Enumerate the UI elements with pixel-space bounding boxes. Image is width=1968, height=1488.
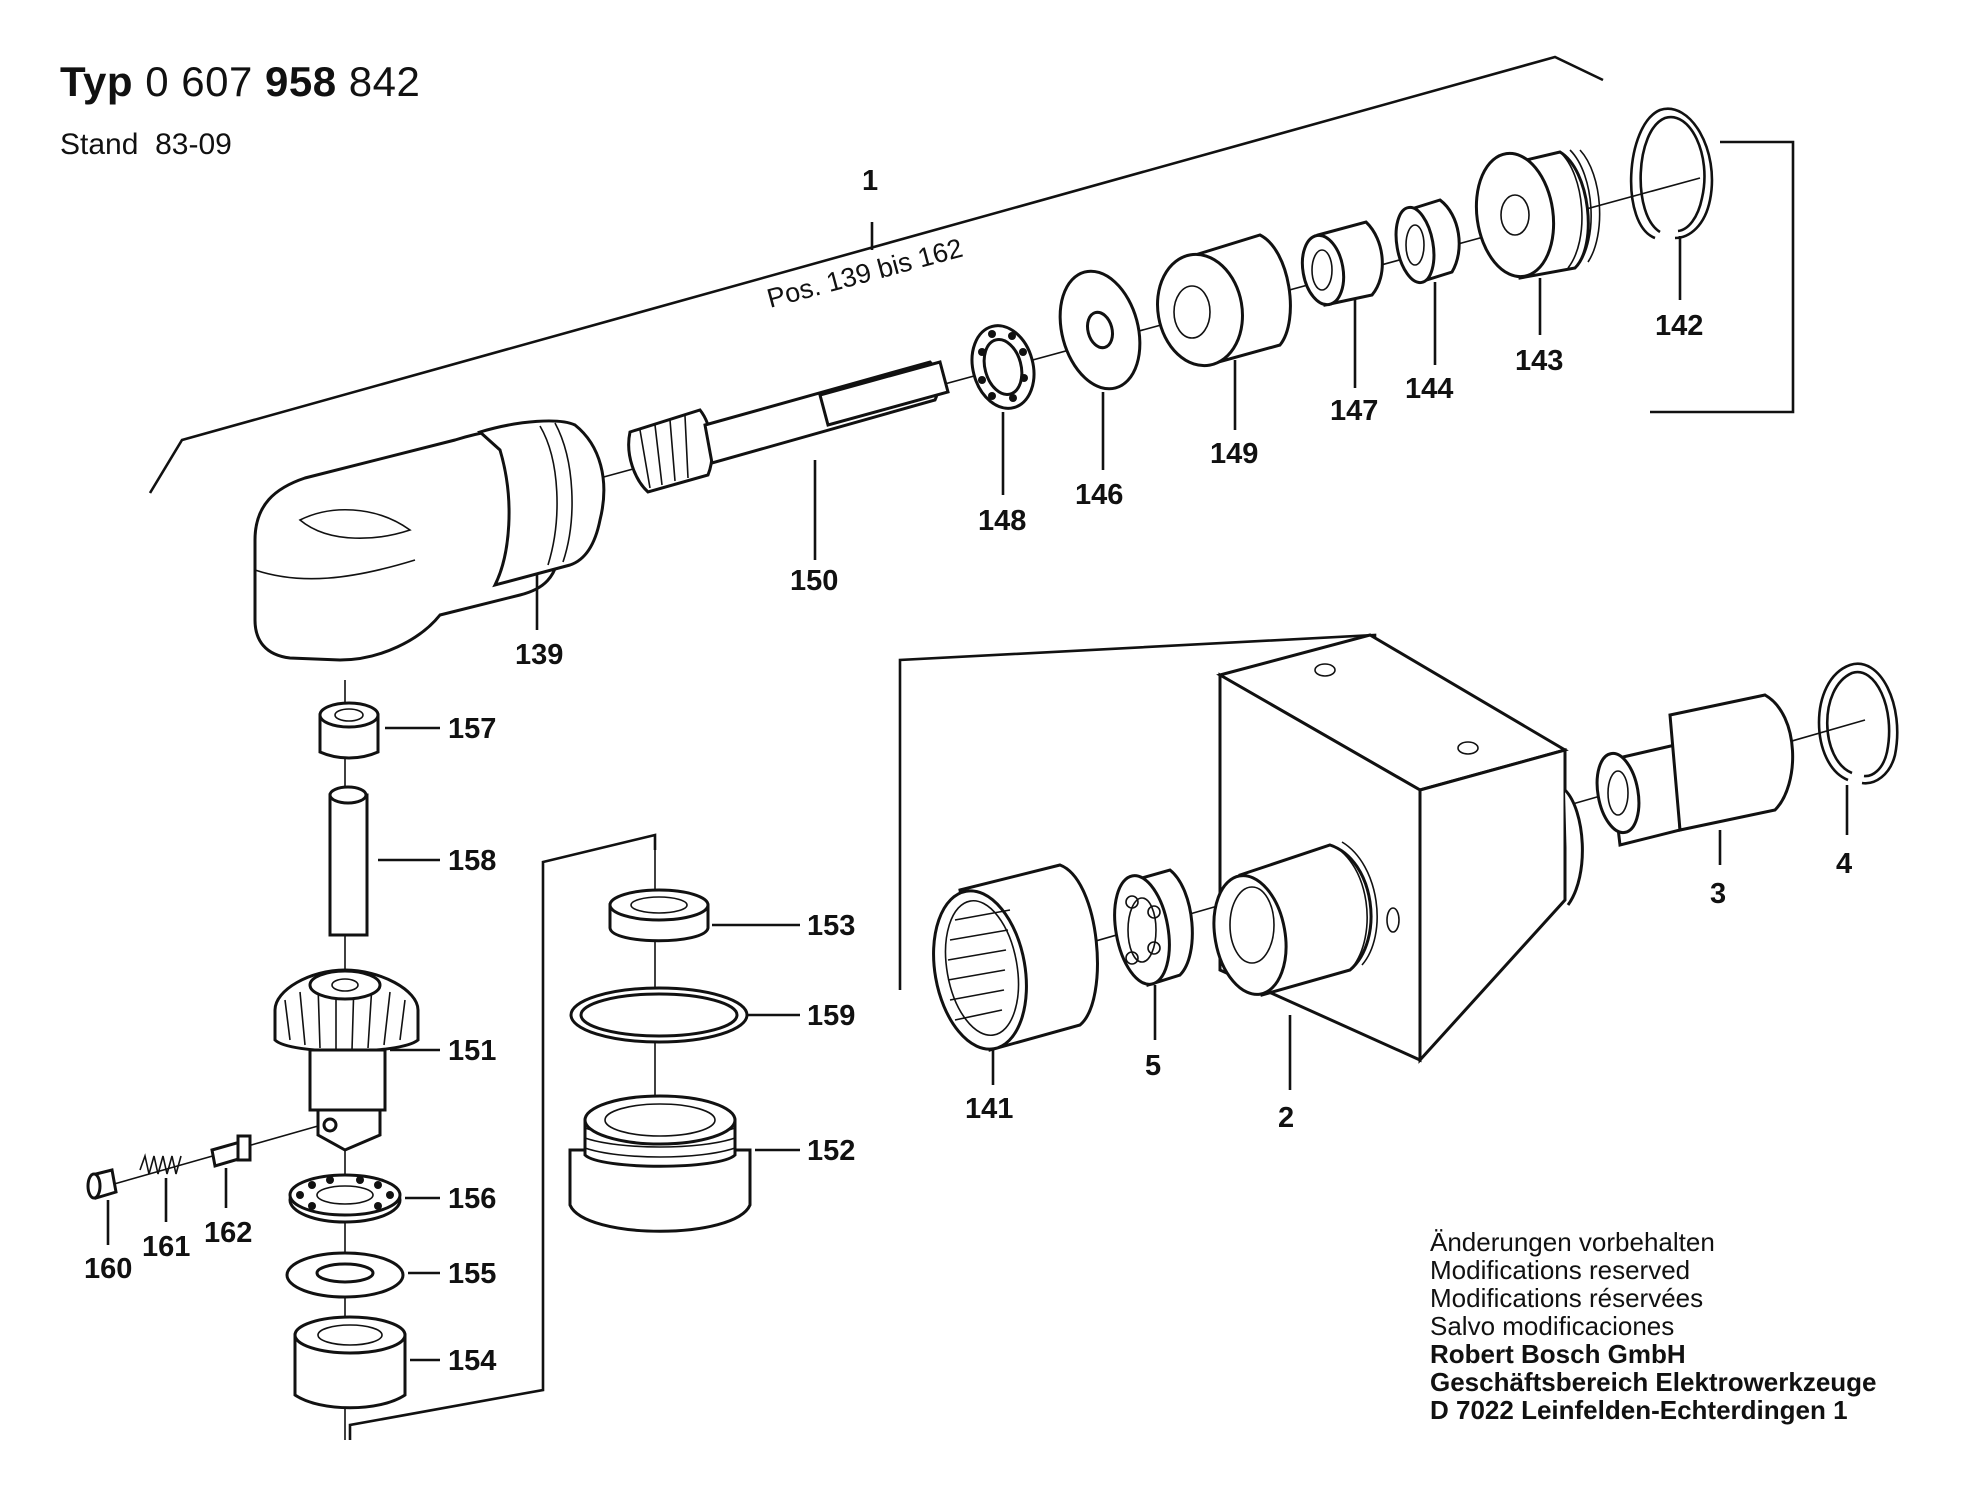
part-155-washer: 155 — [285, 1251, 496, 1299]
part-157-sleeve: 157 — [318, 701, 496, 760]
part-4-snap-ring: 4 — [1817, 662, 1899, 880]
part-144-bearing: 144 — [1394, 198, 1461, 405]
company-name: Robert Bosch GmbH — [1430, 1339, 1686, 1369]
label-143: 143 — [1515, 345, 1563, 377]
label-152: 152 — [807, 1135, 855, 1167]
part-159-o-ring: 159 — [569, 986, 855, 1044]
label-157: 157 — [448, 713, 496, 745]
label-149: 149 — [1210, 438, 1258, 470]
stand-label: Stand — [60, 128, 139, 161]
typ-part1: 0 607 — [145, 58, 253, 105]
part-2-motor-block: 2 — [1212, 633, 1584, 1134]
part-160-162-detent: 160 161 162 — [84, 1125, 319, 1285]
assembly-range-text: Pos. 139 bis 162 — [764, 233, 966, 314]
label-5: 5 — [1145, 1050, 1161, 1082]
label-159: 159 — [807, 1000, 855, 1032]
label-146: 146 — [1075, 479, 1123, 511]
note-fr: Modifications réservées — [1430, 1283, 1704, 1313]
label-141: 141 — [965, 1093, 1013, 1125]
part-139-angle-head: 139 — [253, 419, 606, 671]
label-1: 1 — [862, 165, 878, 197]
assembly-frame-upper: 1 Pos. 139 bis 162 — [148, 55, 1795, 494]
label-151: 151 — [448, 1035, 496, 1067]
part-146-washer: 146 — [1058, 269, 1142, 511]
part-156-thrust-bearing: 156 — [288, 1173, 496, 1224]
label-158: 158 — [448, 845, 496, 877]
part-154-needle-bushing: 154 — [293, 1315, 496, 1410]
company-address: D 7022 Leinfelden-Echterdingen 1 — [1430, 1395, 1848, 1425]
part-5-ball-bearing: 5 — [1113, 868, 1194, 1082]
part-142-snap-ring: 142 — [1629, 107, 1714, 342]
part-158-pin: 158 — [328, 785, 496, 937]
label-161: 161 — [142, 1231, 190, 1263]
label-156: 156 — [448, 1183, 496, 1215]
part-151-bevel-gear: 151 — [273, 968, 496, 1152]
typ-part2: 958 — [265, 58, 337, 105]
note-es: Salvo modificaciones — [1430, 1311, 1675, 1341]
label-155: 155 — [448, 1258, 496, 1290]
label-153: 153 — [807, 910, 855, 942]
part-150-pinion-shaft: 150 — [627, 360, 950, 597]
part-141-threaded-ring: 141 — [932, 863, 1099, 1125]
note-en: Modifications reserved — [1430, 1255, 1691, 1285]
part-153-seal-ring: 153 — [608, 888, 855, 943]
label-160: 160 — [84, 1253, 132, 1285]
label-147: 147 — [1330, 395, 1378, 427]
label-144: 144 — [1405, 373, 1453, 405]
stand-line: Stand 83-09 — [60, 128, 232, 162]
type-number: Typ 0 607 958 842 — [60, 58, 420, 106]
label-3: 3 — [1710, 878, 1726, 910]
part-148-needle-cage: 148 — [970, 324, 1036, 537]
part-3-bushing: 3 — [1595, 693, 1795, 910]
part-149-bushing: 149 — [1156, 233, 1292, 470]
label-2: 2 — [1278, 1102, 1294, 1134]
part-152-threaded-cap: 152 — [568, 1094, 855, 1233]
label-142: 142 — [1655, 310, 1703, 342]
label-4: 4 — [1836, 848, 1852, 880]
typ-label: Typ — [60, 58, 134, 105]
label-139: 139 — [515, 639, 563, 671]
label-150: 150 — [790, 565, 838, 597]
label-162: 162 — [204, 1217, 252, 1249]
legal-notes: Änderungen vorbehalten Modifications res… — [1430, 1228, 1877, 1424]
typ-part3: 842 — [348, 58, 421, 105]
part-143-threaded-bushing: 143 — [1474, 149, 1601, 377]
label-154: 154 — [448, 1345, 496, 1377]
stand-value: 83-09 — [155, 128, 232, 161]
note-de: Änderungen vorbehalten — [1430, 1227, 1715, 1257]
part-147-needle-sleeve: 147 — [1300, 220, 1384, 427]
company-division: Geschäftsbereich Elektrowerkzeuge — [1430, 1367, 1877, 1397]
label-148: 148 — [978, 505, 1026, 537]
